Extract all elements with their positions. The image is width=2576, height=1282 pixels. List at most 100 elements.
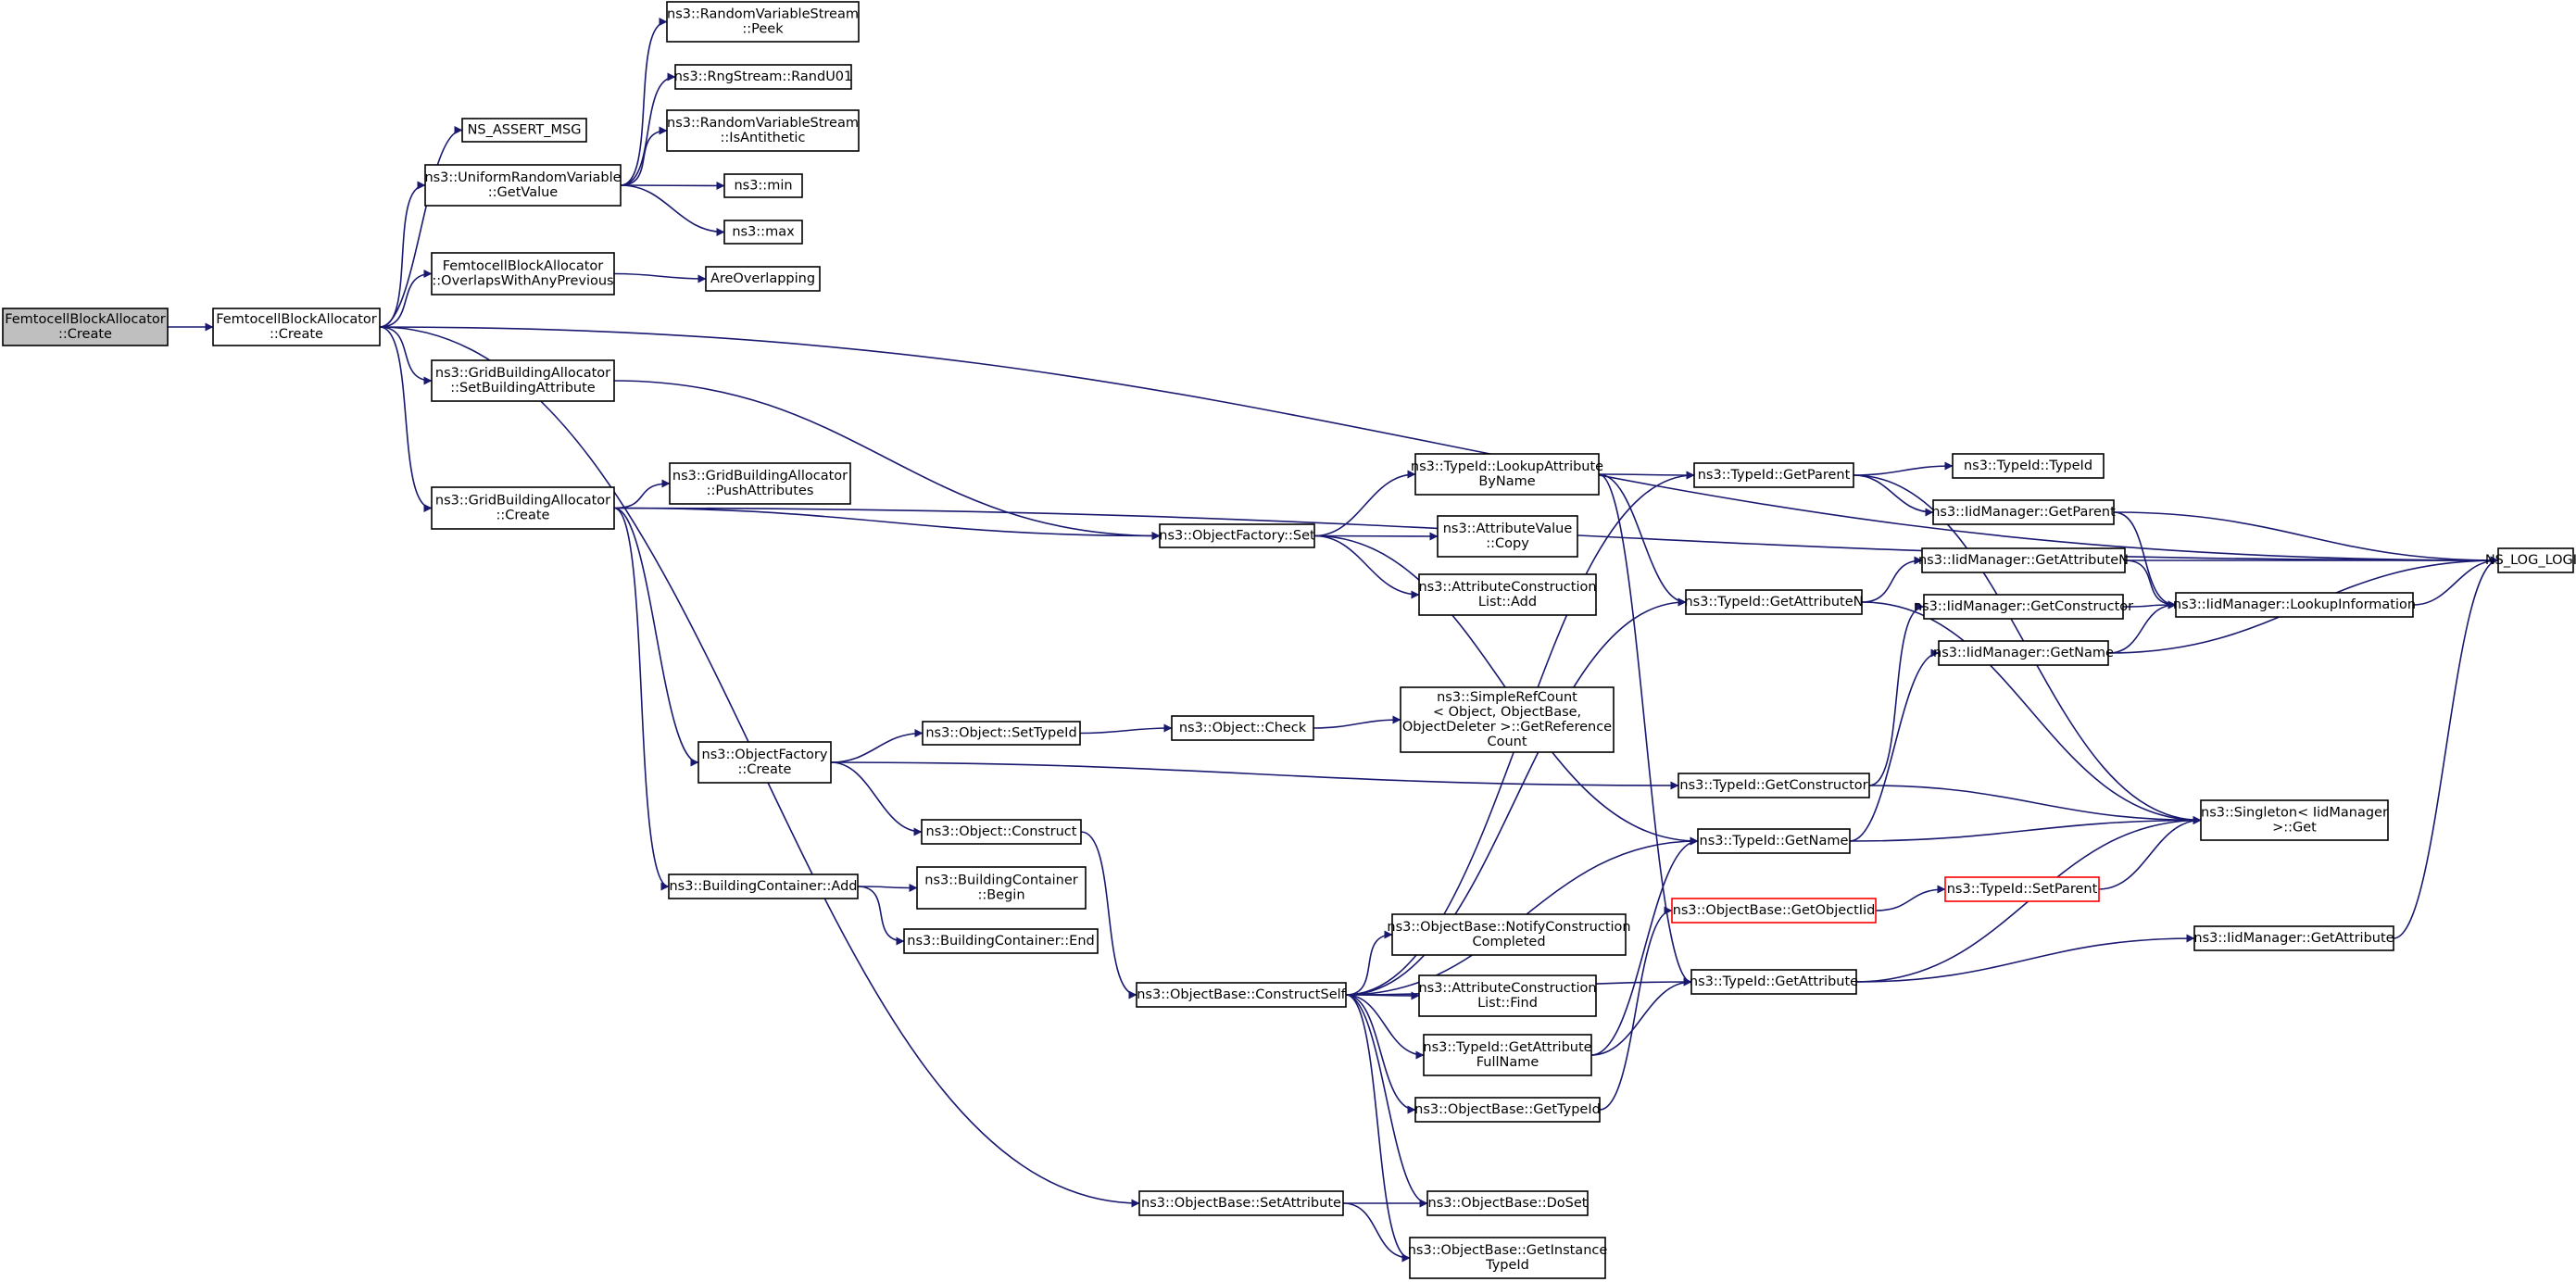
node-box xyxy=(922,721,1081,746)
node-ob_setattribute[interactable]: ns3::ObjectBase::SetAttribute xyxy=(1138,1190,1344,1216)
node-tid_setparent[interactable]: ns3::TypeId::SetParent xyxy=(1944,876,2100,902)
node-box xyxy=(1159,523,1315,548)
node-label-line: ns3::TypeId::GetConstructor xyxy=(1679,778,1867,793)
node-label-line: ns3::BuildingContainer::Add xyxy=(669,879,857,894)
edge-gba_setbuildingattr-to-of_set xyxy=(613,380,1161,540)
node-box xyxy=(1418,974,1597,1017)
node-box xyxy=(2200,799,2389,841)
node-box xyxy=(1414,453,1600,496)
edge-obj_check-to-src_getrefcount xyxy=(1313,715,1401,729)
edge-obj_construct-to-ob_constructself xyxy=(1080,831,1137,999)
node-obj_construct[interactable]: ns3::Object::Construct xyxy=(921,819,1082,845)
node-label-line: ns3::Object::Check xyxy=(1179,721,1307,735)
edge-tid_getparent-to-iid_getparent xyxy=(1853,474,1934,517)
node-box xyxy=(674,64,852,90)
node-ns_assert[interactable]: NS_ASSERT_MSG xyxy=(461,118,587,143)
node-tid_getparent[interactable]: ns3::TypeId::GetParent xyxy=(1693,462,1854,488)
node-ob_getobjectiid[interactable]: ns3::ObjectBase::GetObjectIid xyxy=(1671,898,1877,924)
node-bc_add[interactable]: ns3::BuildingContainer::Add xyxy=(668,874,859,899)
node-gba_create[interactable]: ns3::GridBuildingAllocator::Create xyxy=(431,486,615,530)
edge-tid_getattrfullname-to-tid_getattribute xyxy=(1590,977,1692,1056)
node-label-line: Count xyxy=(1487,735,1527,749)
node-of_set[interactable]: ns3::ObjectFactory::Set xyxy=(1159,523,1315,548)
node-iid_getname[interactable]: ns3::IidManager::GetName xyxy=(1933,640,2114,666)
node-fba_overlaps[interactable]: FemtocellBlockAllocator::OverlapsWithAny… xyxy=(431,252,615,295)
node-label-line: ns3::ObjectBase::ConstructSelf xyxy=(1137,987,1346,1002)
edge-of_create-to-obj_settypeid xyxy=(830,729,924,763)
node-ob_constructself[interactable]: ns3::ObjectBase::ConstructSelf xyxy=(1136,982,1347,1008)
node-gba_setbuildingattr[interactable]: ns3::GridBuildingAllocator::SetBuildingA… xyxy=(431,359,615,402)
node-iid_getattrn[interactable]: ns3::IidManager::GetAttributeN xyxy=(1918,547,2129,573)
node-tid_getconstructor[interactable]: ns3::TypeId::GetConstructor xyxy=(1678,773,1870,798)
node-av_copy[interactable]: ns3::AttributeValue::Copy xyxy=(1437,515,1578,558)
node-rvs_peek[interactable]: ns3::RandomVariableStream::Peek xyxy=(666,1,860,43)
node-gba_pushattrs[interactable]: ns3::GridBuildingAllocator::PushAttribut… xyxy=(669,462,851,505)
node-iid_getparent[interactable]: ns3::IidManager::GetParent xyxy=(1931,499,2116,525)
node-box xyxy=(431,486,615,530)
edge-ob_gettypeid-to-ob_getobjectiid xyxy=(1599,906,1673,1111)
node-label-line: ns3::ObjectBase::GetTypeId xyxy=(1414,1102,1601,1117)
node-iid_getattribute[interactable]: ns3::IidManager::GetAttribute xyxy=(2193,925,2394,951)
node-ns3_min[interactable]: ns3::min xyxy=(723,173,803,198)
edge-ob_constructself-to-ob_getinstancetypeid xyxy=(1345,994,1411,1263)
edges-layer xyxy=(168,18,2499,1263)
node-label-line: ns3::TypeId::GetName xyxy=(1700,834,1849,848)
edge-ob_constructself-to-tid_getattrn xyxy=(1345,597,1687,996)
node-of_create[interactable]: ns3::ObjectFactory::Create xyxy=(697,741,832,784)
node-label-line: ns3::ObjectFactory xyxy=(702,748,828,762)
node-iid_getconstructor[interactable]: ns3::IidManager::GetConstructor xyxy=(1914,594,2133,620)
edge-ob_constructself-to-ob_notifyconstruction xyxy=(1345,930,1393,996)
node-label-line: ns3::ObjectBase::GetObjectIid xyxy=(1673,903,1876,918)
node-bc_end[interactable]: ns3::BuildingContainer::End xyxy=(903,928,1099,954)
node-box xyxy=(1671,898,1877,924)
node-tid_typeid[interactable]: ns3::TypeId::TypeId xyxy=(1952,453,2105,479)
edge-tid_lookupattr-to-tid_getparent xyxy=(1598,471,1695,480)
node-src_getrefcount[interactable]: ns3::SimpleRefCount< Object, ObjectBase,… xyxy=(1400,686,1615,753)
node-label-line: ns3::AttributeConstruction xyxy=(1418,580,1596,595)
node-obj_settypeid[interactable]: ns3::Object::SetTypeId xyxy=(922,721,1081,746)
node-iid_lookupinfo[interactable]: ns3::IidManager::LookupInformation xyxy=(2173,592,2416,618)
node-tid_getattribute[interactable]: ns3::TypeId::GetAttribute xyxy=(1690,969,1858,995)
edge-fba_create-to-fba_overlaps xyxy=(379,270,433,328)
node-label-line: ns3::Object::Construct xyxy=(926,824,1077,839)
node-label-line: ns3::Object::SetTypeId xyxy=(925,726,1076,741)
node-tid_getname[interactable]: ns3::TypeId::GetName xyxy=(1697,828,1851,854)
node-are_overlapping[interactable]: AreOverlapping xyxy=(705,266,821,292)
node-rng_randu01[interactable]: ns3::RngStream::RandU01 xyxy=(674,64,853,90)
node-box xyxy=(666,109,860,152)
node-label-line: ::Create xyxy=(58,327,112,342)
node-fba_create[interactable]: FemtocellBlockAllocator::Create xyxy=(212,308,381,346)
node-label-line: ns3::ObjectBase::DoSet xyxy=(1428,1196,1588,1211)
node-bc_begin[interactable]: ns3::BuildingContainer::Begin xyxy=(916,866,1087,910)
node-box xyxy=(921,819,1082,845)
node-ob_doset[interactable]: ns3::ObjectBase::DoSet xyxy=(1426,1190,1589,1216)
edge-tid_getattrfullname-to-tid_getname xyxy=(1590,836,1699,1056)
node-label-line: FullName xyxy=(1476,1055,1539,1070)
node-ob_notifyconstruction[interactable]: ns3::ObjectBase::NotifyConstructionCompl… xyxy=(1387,913,1631,956)
node-urv_getvalue[interactable]: ns3::UniformRandomVariable::GetValue xyxy=(424,164,622,207)
node-obj_check[interactable]: ns3::Object::Check xyxy=(1171,715,1314,741)
node-ob_gettypeid[interactable]: ns3::ObjectBase::GetTypeId xyxy=(1414,1097,1601,1123)
node-label-line: ns3::IidManager::GetName xyxy=(1933,646,2114,660)
node-singleton_get[interactable]: ns3::Singleton< IidManager>::Get xyxy=(2200,799,2389,841)
node-box xyxy=(668,874,859,899)
node-label-line: ::Create xyxy=(738,762,792,777)
node-label-line: List::Add xyxy=(1478,595,1537,610)
node-label-line: FemtocellBlockAllocator xyxy=(5,312,166,327)
node-label-line: ns3::IidManager::LookupInformation xyxy=(2173,597,2416,612)
edge-of_create-to-tid_getconstructor xyxy=(830,761,1679,790)
node-rvs_isanti[interactable]: ns3::RandomVariableStream::IsAntithetic xyxy=(666,109,860,152)
node-root[interactable]: FemtocellBlockAllocator::Create xyxy=(2,308,169,346)
node-label-line: ByName xyxy=(1478,474,1535,489)
node-ns3_max[interactable]: ns3::max xyxy=(723,220,803,245)
node-box xyxy=(1923,594,2124,620)
node-tid_getattrn[interactable]: ns3::TypeId::GetAttributeN xyxy=(1684,589,1864,615)
edge-urv_getvalue-to-rvs_peek xyxy=(620,18,668,186)
node-ns_log_logic[interactable]: NS_LOG_LOGIC xyxy=(2485,547,2576,573)
edge-iid_getattrn-to-iid_lookupinfo xyxy=(2124,559,2177,610)
